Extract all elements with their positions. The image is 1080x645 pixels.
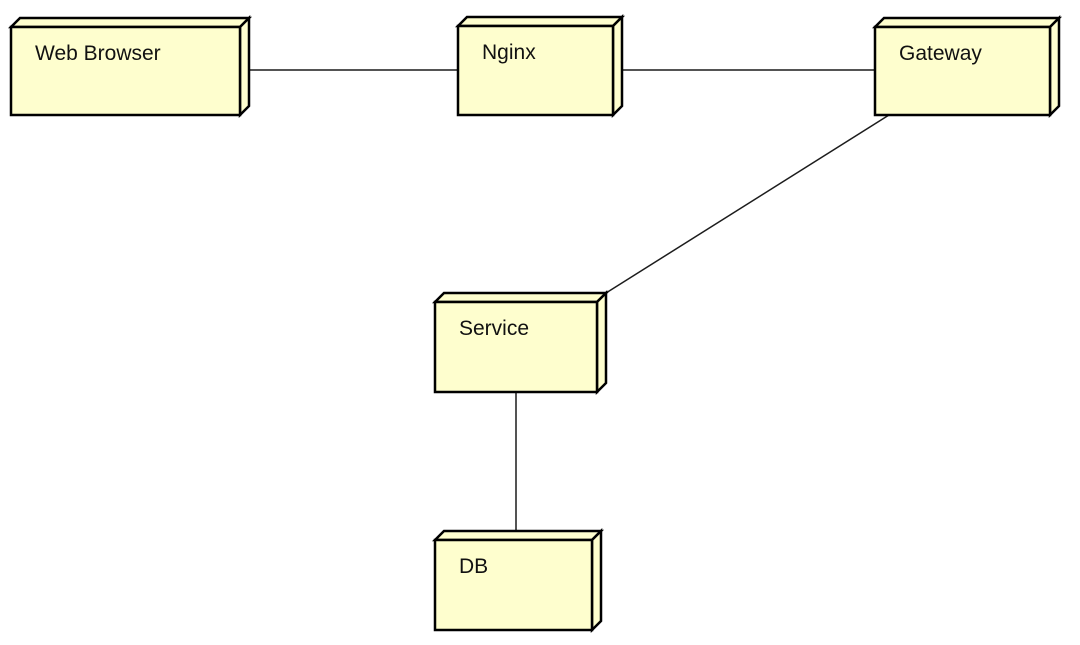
node-top-face: [454, 15, 626, 28]
node-service[interactable]: Service: [431, 289, 610, 396]
node-front-face: [9, 25, 242, 117]
node-label-service: Service: [459, 317, 529, 340]
node-right-face: [611, 13, 624, 119]
node-right-face: [595, 289, 608, 396]
node-label-db: DB: [459, 555, 488, 578]
node-front-face: [433, 300, 599, 394]
node-front-face: [456, 24, 615, 117]
node-web-browser[interactable]: Web Browser: [7, 14, 253, 119]
node-nginx[interactable]: Nginx: [454, 13, 626, 119]
node-db[interactable]: DB: [431, 527, 605, 634]
node-top-face: [431, 291, 610, 304]
node-top-face: [431, 529, 605, 542]
node-label-web-browser: Web Browser: [35, 42, 161, 65]
edge-gateway--service: [605, 114, 890, 294]
node-top-face: [7, 16, 253, 29]
node-front-face: [433, 538, 594, 632]
node-label-gateway: Gateway: [899, 42, 982, 65]
node-gateway[interactable]: Gateway: [871, 14, 1063, 119]
node-right-face: [1048, 14, 1061, 119]
node-label-nginx: Nginx: [482, 41, 536, 64]
node-right-face: [590, 527, 603, 634]
node-top-face: [871, 16, 1063, 29]
node-right-face: [238, 14, 251, 119]
node-front-face: [873, 25, 1052, 117]
